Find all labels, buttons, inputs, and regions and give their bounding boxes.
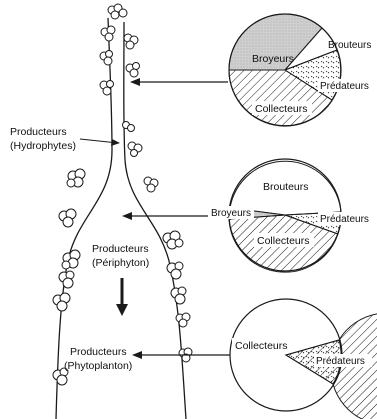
label-periphyton-line2: (Périphyton) bbox=[92, 257, 149, 269]
label-periphyton: Producteurs (Périphyton) bbox=[92, 243, 149, 269]
pie3-label-collecteurs: Collecteurs bbox=[235, 340, 288, 352]
plant-clump bbox=[144, 177, 158, 192]
plant-clump bbox=[163, 231, 183, 249]
plant-clump bbox=[171, 287, 186, 304]
label-hydrophytes-line2: (Hydrophytes) bbox=[10, 140, 76, 152]
label-phytoplanton: Producteurs (Phytoplanton) bbox=[64, 346, 132, 372]
label-hydrophytes-line1: Producteurs bbox=[10, 126, 67, 138]
pie1-label-brouteurs: Brouteurs bbox=[328, 40, 371, 51]
pie-middle: Brouteurs Broyeurs Prédateurs Collecteur… bbox=[122, 159, 374, 272]
vegetation-clumps bbox=[53, 4, 192, 385]
plant-clump bbox=[108, 4, 127, 19]
label-hydrophytes: Producteurs (Hydrophytes) bbox=[10, 126, 120, 152]
pie1-label-collecteurs: Collecteurs bbox=[255, 103, 308, 115]
plant-clump bbox=[62, 250, 80, 269]
plant-clump bbox=[59, 271, 74, 288]
label-periphyton-line1: Producteurs bbox=[92, 243, 149, 255]
pie2-label-broyeurs: Broyeurs bbox=[211, 208, 251, 219]
plant-clump bbox=[128, 142, 142, 157]
river bbox=[56, 18, 186, 419]
plant-clump bbox=[126, 63, 140, 78]
pie2-label-predateurs: Prédateurs bbox=[320, 214, 369, 225]
plant-clump bbox=[59, 209, 76, 227]
plant-clump bbox=[53, 293, 70, 311]
pie2-label-brouteurs: Brouteurs bbox=[263, 181, 309, 193]
pie1-label-predateurs: Prédateurs bbox=[320, 81, 369, 92]
label-phytoplanton-line1: Producteurs bbox=[70, 346, 127, 358]
pie2-label-collecteurs: Collecteurs bbox=[257, 235, 310, 247]
label-phytoplanton-line2: (Phytoplanton) bbox=[64, 360, 132, 372]
plant-clump bbox=[100, 51, 113, 66]
plant-clump bbox=[167, 262, 183, 279]
plant-clump bbox=[101, 26, 115, 41]
pie3-label-predateurs: Prédateurs bbox=[316, 356, 365, 367]
pie1-label-broyeurs: Broyeurs bbox=[252, 53, 294, 65]
plant-clump bbox=[176, 313, 190, 327]
flow-direction-arrow bbox=[116, 278, 128, 316]
pie-downstream: Collecteurs Prédateurs bbox=[132, 299, 377, 419]
plant-clump bbox=[124, 34, 138, 49]
pie-upstream: Broyeurs Brouteurs Prédateurs Collecteur… bbox=[130, 14, 372, 126]
plant-clump bbox=[67, 169, 85, 187]
